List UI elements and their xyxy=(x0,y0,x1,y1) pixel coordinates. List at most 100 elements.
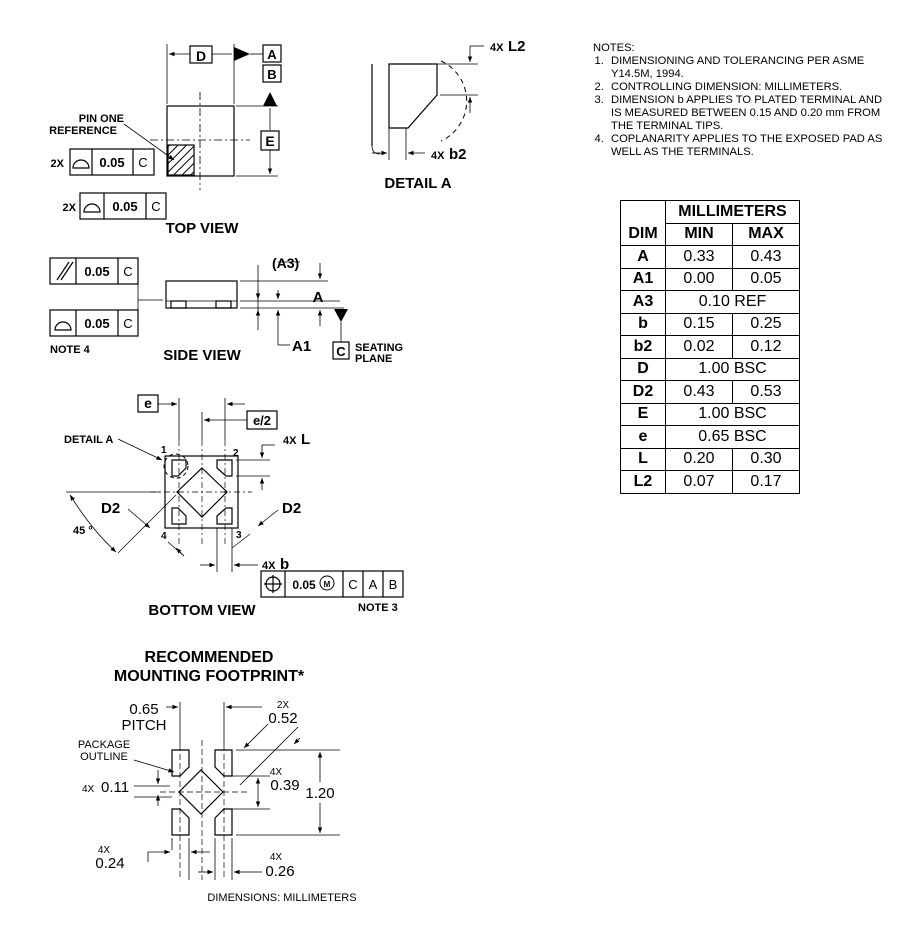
fcf2-datum: C xyxy=(151,199,160,214)
dim-cell: A3 xyxy=(620,290,666,314)
pin-one-label-1: PIN ONE xyxy=(79,113,124,125)
table-header-row-2: DIM MIN MAX xyxy=(620,222,800,246)
package-body-side xyxy=(165,280,238,309)
min-value-cell: 0.43 xyxy=(665,380,733,404)
a3-label: (A3) xyxy=(272,255,299,271)
fcf-par-tol: 0.05 xyxy=(84,264,109,279)
fcf-position xyxy=(260,570,404,598)
datum-a-label: A xyxy=(267,47,277,62)
dim-cell: L2 xyxy=(620,470,666,494)
top-view-title: TOP VIEW xyxy=(166,220,240,237)
fcf-flatness-2 xyxy=(79,192,167,220)
top-view-text: D A B E PIN ONE REFERENCE 2X 0.05 C 2X 0… xyxy=(49,47,277,237)
d-label: D xyxy=(196,48,206,64)
fcf-parallelism xyxy=(49,257,139,285)
span-value-cell: 0.65 BSC xyxy=(665,425,800,449)
pin-2-label: 2 xyxy=(233,448,239,459)
a1-label: A1 xyxy=(292,338,311,355)
pad-2 xyxy=(214,749,233,777)
fcf-flatness-1 xyxy=(69,148,155,176)
max-value-cell: 0.53 xyxy=(732,380,800,404)
e-label: e xyxy=(144,395,152,411)
b-count: 4X xyxy=(262,560,276,572)
max-value-cell: 0.43 xyxy=(732,245,800,269)
max-value-cell: 0.17 xyxy=(732,470,800,494)
d039-value: 0.39 xyxy=(270,777,299,794)
d-dimension-box xyxy=(189,45,213,64)
seating-label-1: SEATING xyxy=(355,342,403,354)
unit-header: MILLIMETERS xyxy=(665,200,800,224)
dim-cell: D xyxy=(620,357,666,381)
pitch-label: PITCH xyxy=(122,717,167,734)
max-value-cell: 0.05 xyxy=(732,267,800,291)
table-corner xyxy=(620,200,666,223)
detail-a xyxy=(371,45,484,160)
d026-value: 0.26 xyxy=(265,863,294,880)
pkg-outline-1: PACKAGE xyxy=(78,739,130,751)
note-item: DIMENSION b APPLIES TO PLATED TERMINAL A… xyxy=(607,94,893,133)
footprint-title-2: MOUNTING FOOTPRINT* xyxy=(114,668,305,685)
seating-label-2: PLANE xyxy=(355,353,392,365)
fcf-par-datum: C xyxy=(123,264,132,279)
footprint xyxy=(133,702,340,880)
bottom-view-text: e e/2 DETAIL A 4X L D2 D2 45 ° 1 2 3 4 4… xyxy=(64,395,398,619)
d026-count: 4X xyxy=(270,852,283,863)
detail-a-title: DETAIL A xyxy=(384,175,451,192)
dimensions-caption: DIMENSIONS: MILLIMETERS xyxy=(207,892,356,904)
fcf-coplanarity xyxy=(49,309,139,337)
l-count: 4X xyxy=(283,435,297,447)
pin-1-label: 1 xyxy=(161,445,167,456)
e-dimension-box xyxy=(260,130,280,151)
dim-cell: L xyxy=(620,447,666,471)
fcf-pos-datum-b: B xyxy=(389,577,398,592)
fcf1-datum: C xyxy=(138,155,147,170)
datum-b-label: B xyxy=(267,67,276,82)
w052-value: 0.52 xyxy=(268,710,297,727)
fcf-pos-datum-c: C xyxy=(348,577,357,592)
side-view-text: 0.05 C 0.05 C NOTE 4 (A3) A A1 C SEATING… xyxy=(50,255,403,365)
footprint-title-1: RECOMMENDED xyxy=(145,649,274,666)
dim-cell: A xyxy=(620,245,666,269)
l2-count: 4X xyxy=(490,42,504,54)
terminal-2 xyxy=(216,459,233,477)
min-value-cell: 0.15 xyxy=(665,312,733,336)
l2-label: L2 xyxy=(508,38,526,55)
max-header: MAX xyxy=(732,222,800,246)
bottom-note-3: NOTE 3 xyxy=(358,602,398,614)
dim-cell: E xyxy=(620,402,666,426)
span-value-cell: 0.10 REF xyxy=(665,290,800,314)
bottom-view xyxy=(66,394,404,598)
note-item: DIMENSIONING AND TOLERANCING PER ASME Y1… xyxy=(607,55,893,81)
fcf1-count: 2X xyxy=(51,158,65,170)
b-label: b xyxy=(280,556,289,573)
side-view-title: SIDE VIEW xyxy=(163,347,241,364)
dim-cell: b2 xyxy=(620,335,666,359)
pitch-value: 0.65 xyxy=(129,701,158,718)
pin-3-label: 3 xyxy=(236,530,242,541)
d024-count: 4X xyxy=(98,845,111,856)
package-body-top xyxy=(166,105,235,177)
dim-header: DIM xyxy=(620,223,666,246)
terminal-1 xyxy=(171,459,187,477)
pad-3 xyxy=(214,808,233,836)
notes-block: NOTES: DIMENSIONING AND TOLERANCING PER … xyxy=(593,42,893,159)
d024-value: 0.24 xyxy=(95,855,124,872)
detail-a-text: 4X L2 4X b2 DETAIL A xyxy=(384,38,525,192)
fcf-pos-mod: M xyxy=(324,580,331,589)
pad-1 xyxy=(171,749,190,777)
b2-label: b2 xyxy=(449,146,467,163)
note-item: CONTROLLING DIMENSION: MILLIMETERS. xyxy=(607,81,893,94)
min-value-cell: 0.02 xyxy=(665,335,733,359)
dim-cell: b xyxy=(620,312,666,336)
fcf-flat-tol: 0.05 xyxy=(84,316,109,331)
